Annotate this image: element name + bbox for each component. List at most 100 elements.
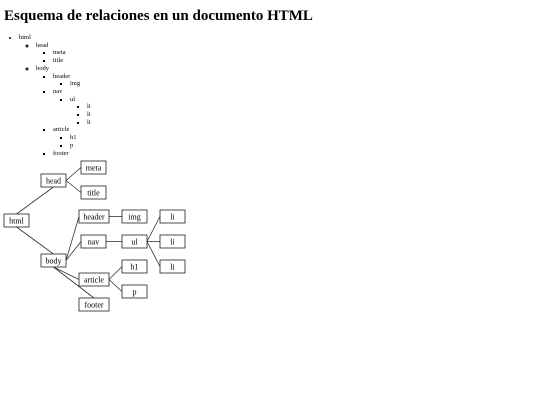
node-label: li xyxy=(170,262,175,271)
list-item: nav ul li li li xyxy=(53,88,91,127)
node-label: head xyxy=(46,176,61,185)
list-item: footer xyxy=(53,150,91,158)
list-item-label: footer xyxy=(53,149,69,157)
edge-article-p xyxy=(108,279,123,292)
node-label: ul xyxy=(131,237,138,246)
node-h1: h1 xyxy=(121,259,148,274)
list-item-label: head xyxy=(36,41,49,49)
list-item-label: p xyxy=(70,141,74,149)
edge-article-h1 xyxy=(108,266,123,280)
node-box xyxy=(121,209,148,224)
list-item: html head meta title body header img xyxy=(19,34,91,157)
list-item: ul li li li xyxy=(70,96,91,127)
outline-list: html head meta title body header img xyxy=(0,34,91,157)
list-item: body header img nav ul li xyxy=(36,65,91,157)
node-box xyxy=(3,213,30,228)
node-article: article xyxy=(78,272,110,287)
list-item: h1 xyxy=(70,134,91,142)
edge-body-article xyxy=(53,266,80,280)
node-label: body xyxy=(46,256,62,265)
page-title: Esquema de relaciones en un documento HT… xyxy=(4,8,313,24)
node-box xyxy=(159,259,186,274)
node-li3: li xyxy=(159,259,186,274)
list-item-label: h1 xyxy=(70,134,77,142)
node-label: li xyxy=(170,237,175,246)
list-item-label: ul xyxy=(70,95,76,103)
node-box xyxy=(78,297,110,312)
list-item: title xyxy=(53,57,91,65)
list-item: head meta title xyxy=(36,42,91,65)
edge-ul-li1 xyxy=(146,216,161,242)
list-item-label: header xyxy=(53,72,71,80)
list-item: p xyxy=(70,142,91,150)
node-label: article xyxy=(84,275,104,284)
list-item-label: html xyxy=(19,34,31,41)
node-box xyxy=(80,185,107,200)
node-box xyxy=(78,209,110,224)
node-box xyxy=(159,209,186,224)
list-item-label: body xyxy=(36,64,49,72)
node-title: title xyxy=(80,185,107,200)
outline-level-2: head meta title body header img nav xyxy=(19,42,91,158)
list-item-label: li xyxy=(87,118,91,126)
edge-head-title xyxy=(65,180,82,193)
node-box xyxy=(78,272,110,287)
outline-level-4: h1 p xyxy=(53,134,91,149)
list-item-label: li xyxy=(87,103,91,111)
edge-ul-li3 xyxy=(146,241,161,267)
node-label: h1 xyxy=(131,262,139,271)
node-label: meta xyxy=(86,163,102,172)
list-item: li xyxy=(87,111,91,119)
list-item-label: img xyxy=(70,80,81,88)
list-item-label: li xyxy=(87,111,91,119)
node-box xyxy=(121,234,148,249)
list-item: meta xyxy=(53,49,91,57)
list-item: img xyxy=(70,80,91,88)
node-footer: footer xyxy=(78,297,110,312)
edge-head-meta xyxy=(65,167,82,181)
node-label: li xyxy=(170,212,175,221)
edge-html-head xyxy=(16,186,54,215)
node-box xyxy=(40,173,67,188)
node-html: html xyxy=(3,213,30,228)
node-box xyxy=(80,160,107,175)
list-item: article h1 p xyxy=(53,126,91,149)
node-meta: meta xyxy=(80,160,107,175)
node-box xyxy=(121,259,148,274)
list-item: li xyxy=(87,119,91,127)
node-li1: li xyxy=(159,209,186,224)
list-item-label: title xyxy=(53,57,64,65)
node-label: title xyxy=(87,188,100,197)
edge-body-header xyxy=(65,216,80,261)
edge-html-body xyxy=(16,226,54,255)
node-body: body xyxy=(40,253,67,268)
node-box xyxy=(159,234,186,249)
list-item-label: nav xyxy=(53,87,63,95)
edge-body-nav xyxy=(65,241,82,261)
node-label: footer xyxy=(84,300,103,309)
node-header: header xyxy=(78,209,110,224)
node-head: head xyxy=(40,173,67,188)
outline-level-1: html head meta title body header img xyxy=(0,34,91,157)
node-nav: nav xyxy=(80,234,107,249)
node-box xyxy=(121,284,148,299)
node-label: nav xyxy=(88,237,100,246)
node-box xyxy=(40,253,67,268)
outline-level-4: ul li li li xyxy=(53,96,91,127)
node-label: html xyxy=(9,216,24,225)
outline-level-3: header img nav ul li li xyxy=(36,73,91,158)
node-label: p xyxy=(133,287,137,296)
node-img: img xyxy=(121,209,148,224)
list-item: li xyxy=(87,103,91,111)
outline-level-4: img xyxy=(53,80,91,88)
node-box xyxy=(80,234,107,249)
node-p: p xyxy=(121,284,148,299)
node-li2: li xyxy=(159,234,186,249)
list-item: header img xyxy=(53,73,91,88)
outline-level-3: meta title xyxy=(36,49,91,64)
node-label: header xyxy=(83,212,105,221)
node-ul: ul xyxy=(121,234,148,249)
node-label: img xyxy=(128,212,140,221)
outline-level-5: li li li xyxy=(70,103,91,126)
